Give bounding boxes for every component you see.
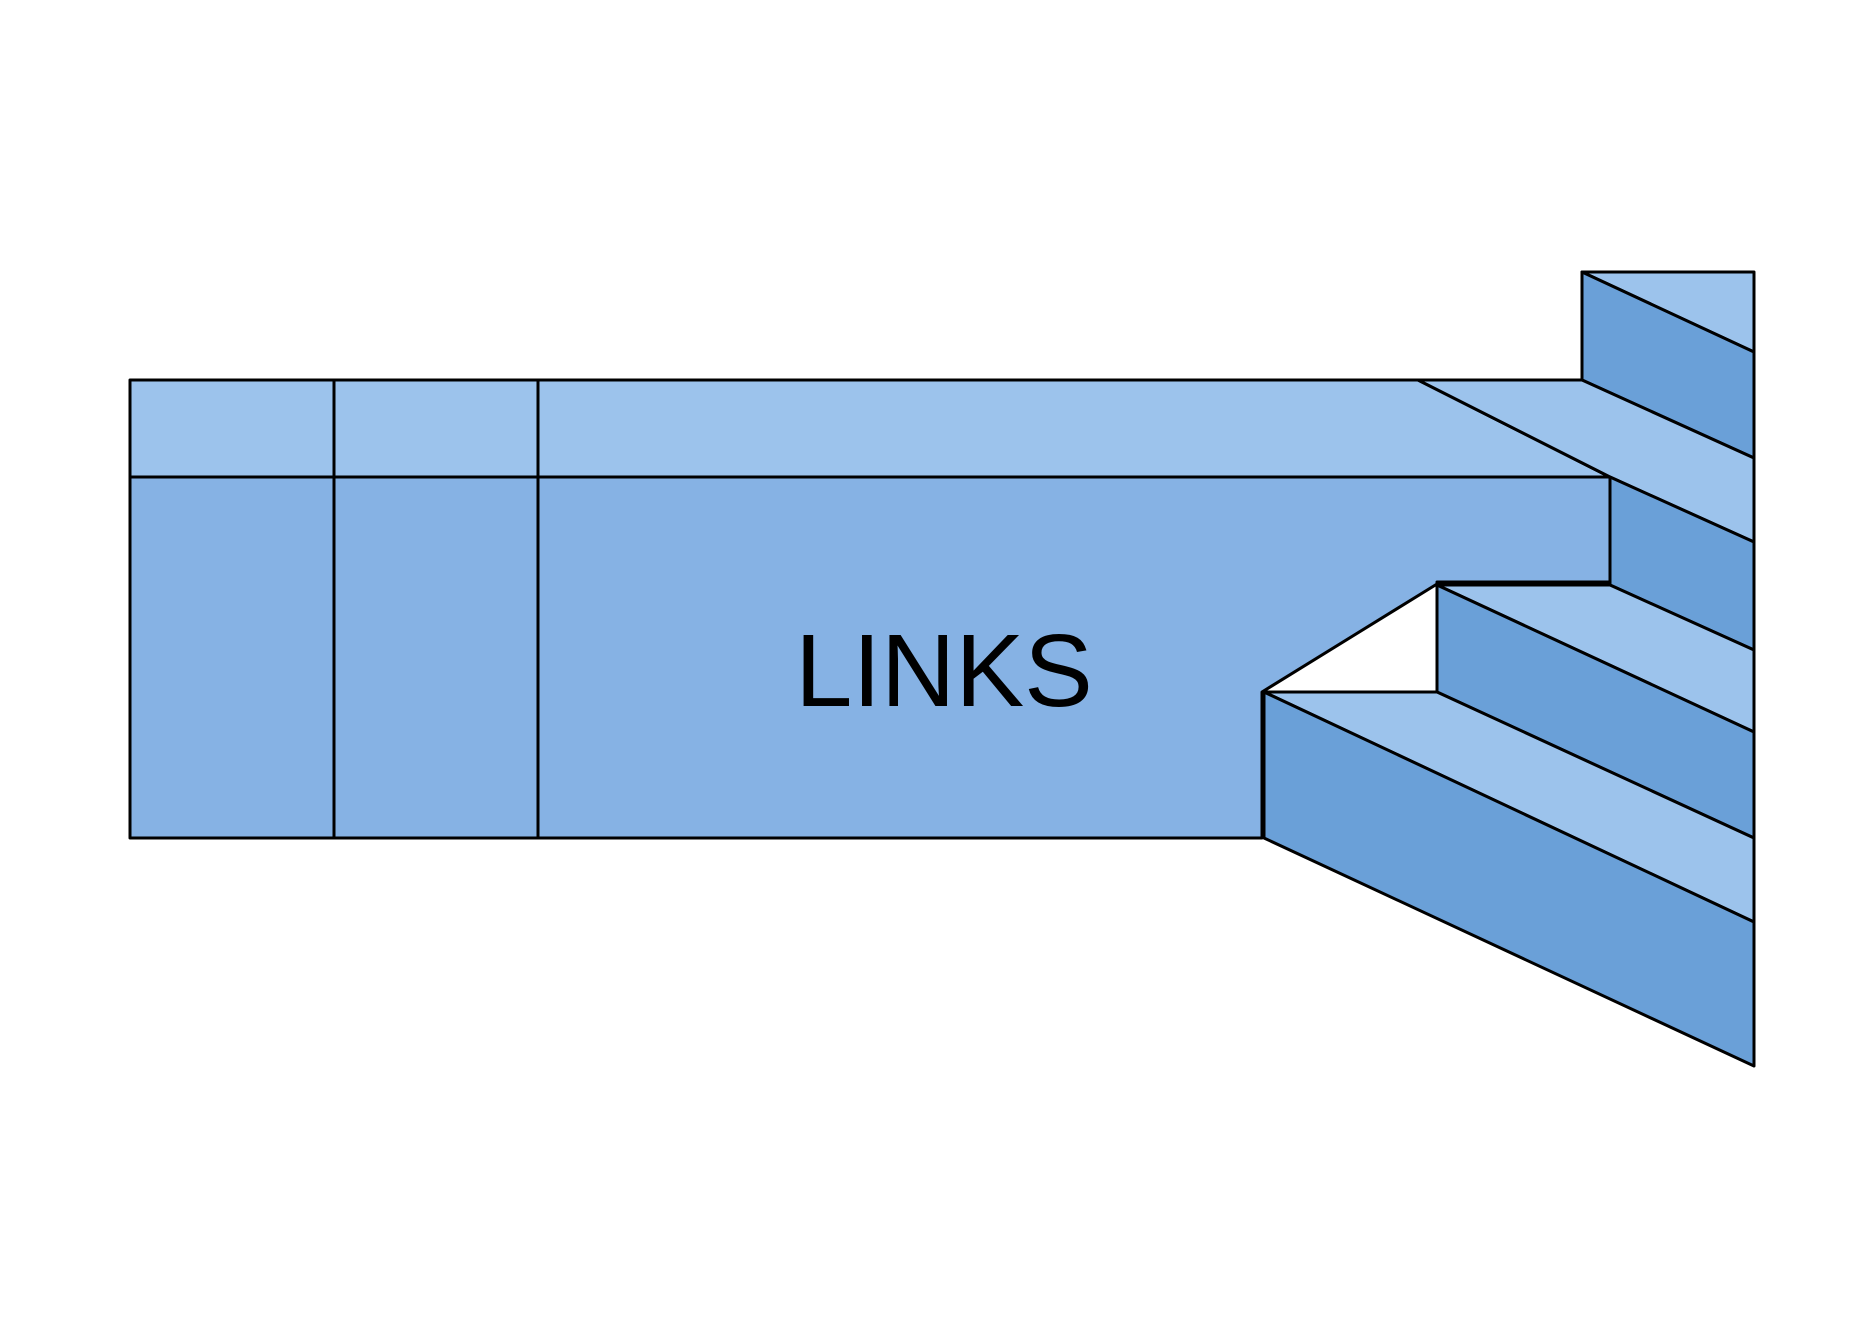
bench-top-surface	[128, 378, 1612, 479]
staircase	[1262, 270, 1756, 1068]
diagram-label: LINKS	[795, 613, 1093, 728]
bench-block	[128, 378, 1612, 840]
